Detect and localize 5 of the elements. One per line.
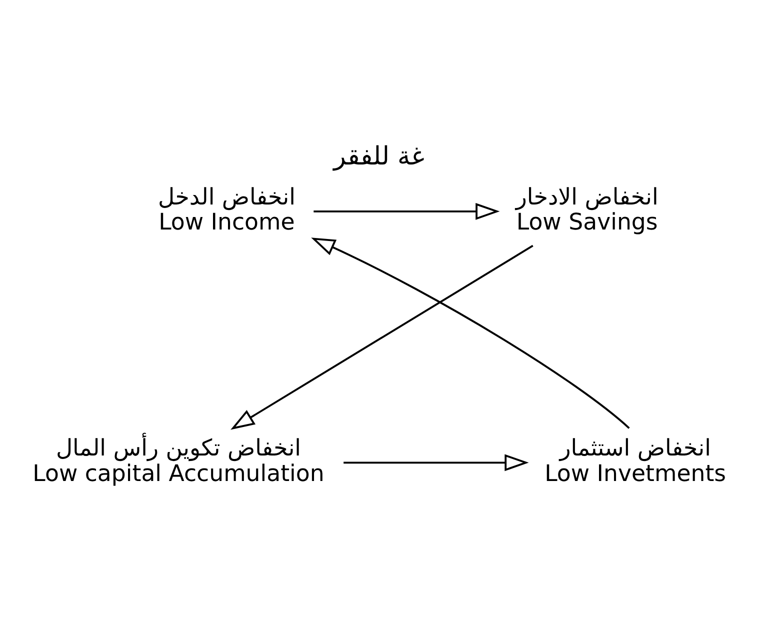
arrow: [230, 244, 534, 430]
arrow: [344, 454, 529, 472]
arrow: [311, 238, 630, 429]
arrow: [314, 202, 500, 220]
diagram-title: غة للفقر: [334, 140, 424, 170]
